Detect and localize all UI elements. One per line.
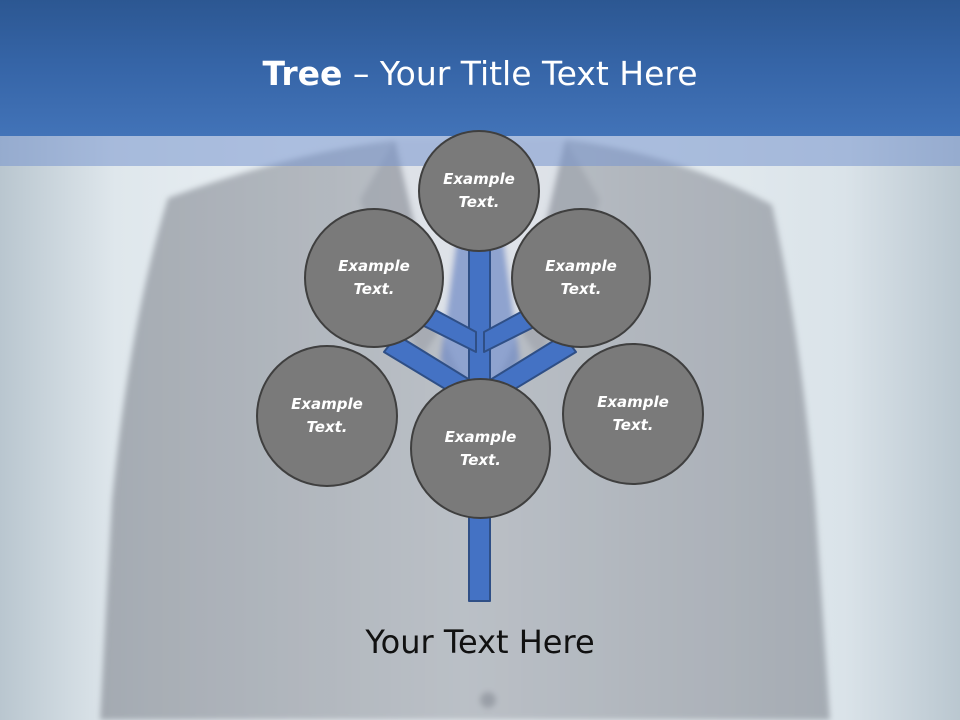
slide-title: Tree – Your Title Text Here bbox=[0, 52, 960, 96]
tree-node-center: Example Text. bbox=[410, 378, 551, 519]
node-label: Example Text. bbox=[597, 393, 669, 434]
header-band bbox=[0, 0, 960, 136]
node-label: Example Text. bbox=[291, 395, 363, 436]
tree-node-upper-left: Example Text. bbox=[304, 208, 444, 348]
node-label: Example Text. bbox=[338, 257, 410, 298]
title-bold-word: Tree bbox=[262, 54, 343, 93]
tree-node-top: Example Text. bbox=[418, 130, 540, 252]
footer-text: Your Text Here bbox=[365, 623, 595, 661]
tree-node-upper-right: Example Text. bbox=[511, 208, 651, 348]
tree-node-lower-left: Example Text. bbox=[256, 345, 398, 487]
node-label: Example Text. bbox=[443, 170, 515, 211]
tree-node-lower-right: Example Text. bbox=[562, 343, 704, 485]
node-label: Example Text. bbox=[444, 427, 517, 469]
title-rest: – Your Title Text Here bbox=[342, 54, 698, 93]
node-label: Example Text. bbox=[545, 257, 617, 298]
